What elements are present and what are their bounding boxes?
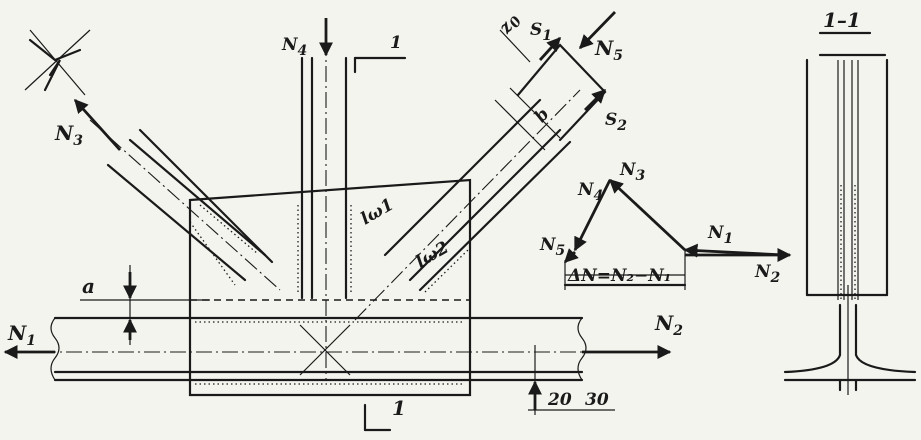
label-poly-n4: N4 <box>577 180 603 204</box>
label-poly-n3: N3 <box>619 160 646 184</box>
vertical-member <box>297 18 352 380</box>
section-mark-bottom <box>363 403 392 432</box>
s2-arrow <box>584 89 606 111</box>
label-section-1-bottom: 1 <box>392 396 406 420</box>
label-z0: z0 <box>495 10 526 40</box>
label-n4: N4 <box>281 35 307 59</box>
label-poly-n5: N5 <box>539 235 565 259</box>
n5-arrow <box>578 11 617 50</box>
label-a: a <box>82 274 95 298</box>
label-s1: S1 <box>530 20 552 44</box>
label-lw1: lω1 <box>358 195 398 230</box>
labels: N1 N2 N3 N4 N5 S1 S2 z0 b lω1 lω2 a 1 1 … <box>7 8 861 420</box>
label-n5: N5 <box>594 36 623 64</box>
section-mark-top <box>353 56 407 74</box>
right-diagonal-member <box>354 11 617 321</box>
label-dim-30: 30 <box>585 390 609 410</box>
label-n2: N2 <box>654 311 683 339</box>
label-b: b <box>531 105 554 127</box>
gusset-plate <box>188 178 472 397</box>
dimension-20-30 <box>528 345 615 415</box>
bottom-chord <box>40 299 600 385</box>
section-1-1 <box>783 31 917 395</box>
label-s2: S2 <box>605 110 627 134</box>
label-n3: N3 <box>54 121 83 149</box>
label-poly-n2: N2 <box>754 262 781 286</box>
label-section-title: 1–1 <box>823 8 861 32</box>
label-delta-formula: ΔN=N₂−N₁ <box>567 266 671 286</box>
s1-arrow <box>538 36 562 61</box>
dimension-a <box>80 265 210 345</box>
n3-arrow <box>73 98 122 151</box>
left-diagonal-member <box>73 98 281 291</box>
label-section-1-top: 1 <box>390 33 402 53</box>
label-n1-left: N1 <box>7 321 36 349</box>
angle-section-icon <box>24 29 91 96</box>
force-polygon <box>563 178 792 290</box>
label-poly-n1: N1 <box>707 223 733 247</box>
label-dim-20: 20 <box>547 390 572 410</box>
